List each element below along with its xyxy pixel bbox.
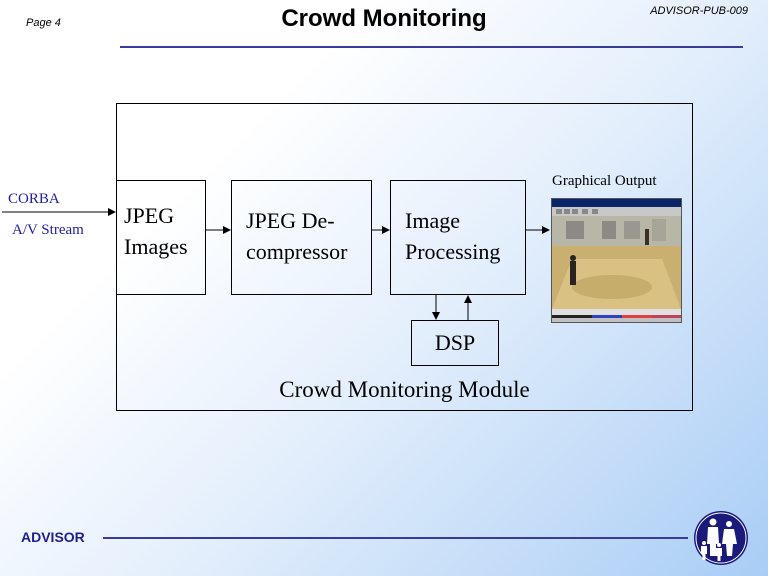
advisor-logo-icon [694, 511, 748, 565]
corba-label: CORBA [8, 191, 60, 207]
page-number: Page 4 [26, 17, 61, 29]
footer-brand: ADVISOR [21, 529, 85, 545]
page-title: Crowd Monitoring [281, 5, 487, 32]
decompressor-line2: compressor [246, 239, 348, 264]
dsp-box: DSP [411, 320, 499, 366]
footer-rule [103, 537, 688, 539]
processing-line1: Image [405, 208, 460, 233]
document-id: ADVISOR-PUB-009 [650, 5, 748, 17]
jpeg-images-line2: Images [124, 234, 188, 259]
decompressor-line1: JPEG De- [246, 208, 335, 233]
surveillance-frame-image [552, 199, 681, 318]
processing-line2: Processing [405, 239, 501, 264]
dsp-label: DSP [434, 330, 476, 355]
av-stream-label: A/V Stream [12, 222, 84, 238]
jpeg-decompressor-box: JPEG De- compressor [231, 180, 372, 295]
module-label: Crowd Monitoring Module [279, 377, 530, 402]
jpeg-images-line1: JPEG [124, 203, 175, 228]
graphical-output-label: Graphical Output [552, 173, 657, 189]
jpeg-images-box: JPEG Images [116, 180, 206, 295]
header-rule [120, 46, 743, 48]
image-processing-box: Image Processing [390, 180, 526, 295]
graphical-output-screenshot [551, 198, 682, 323]
